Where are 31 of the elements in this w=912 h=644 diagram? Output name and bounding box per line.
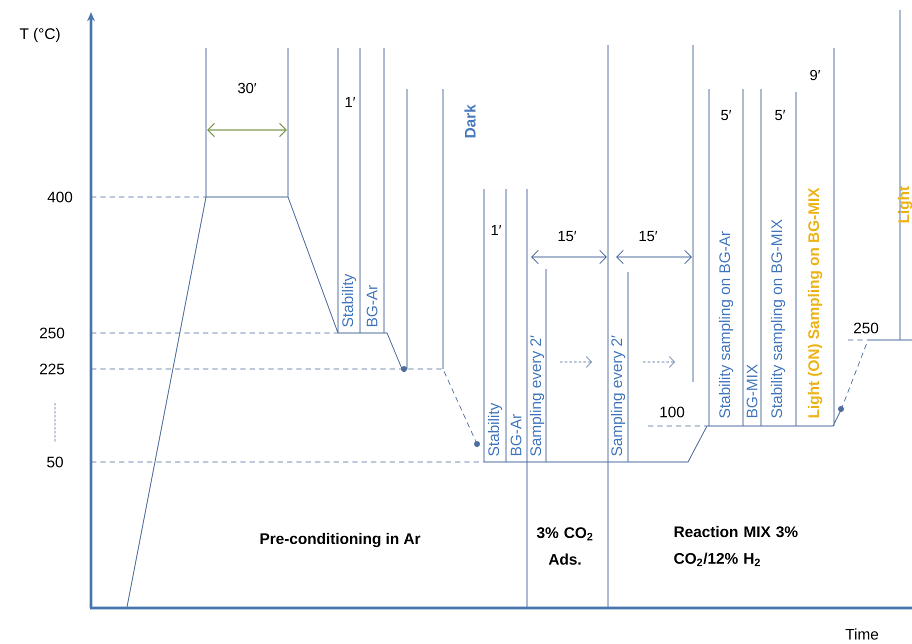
phase-label: Pre-conditioning in Ar — [260, 532, 420, 548]
phase-label: Reaction MIX 3% CO$_{2}$/12% H$_{2}$ — [674, 526, 798, 566]
step-label: Light — [898, 186, 912, 222]
step-label: Stability — [488, 402, 502, 456]
step-label: Light (ON) Sampling on BG-MIX — [808, 188, 822, 418]
axis-tick-label: 100 — [660, 406, 684, 418]
duration-label: 9′ — [810, 70, 820, 80]
axis-tick-label: 250 — [854, 322, 878, 334]
axis-tick-label: 250 — [40, 328, 64, 338]
step-label: BG-Ar — [510, 414, 522, 456]
step-label: Dark — [464, 104, 476, 138]
phase-label: 3% CO$_{2}$ Ads. — [536, 527, 592, 565]
step-label: BG-Ar — [366, 285, 378, 326]
axis-tick-label: 400 — [48, 192, 72, 202]
duration-label: 15′ — [640, 230, 658, 242]
step-label: Stability sampling on BG-Ar — [718, 231, 734, 418]
step-label: Sampling every 2′ — [530, 335, 544, 456]
step-label: Stability sampling on BG-MIX — [770, 219, 786, 418]
axis-title: Time — [846, 628, 878, 640]
axis-title: T (°C) — [20, 28, 60, 42]
axis-tick-label: 225 — [40, 364, 64, 374]
duration-label: 1′ — [346, 96, 356, 108]
duration-label: 15′ — [558, 230, 576, 242]
duration-label: 5′ — [721, 110, 732, 120]
duration-label: 1′ — [492, 224, 502, 236]
step-label: Stability — [342, 274, 356, 327]
step-label: Sampling every 2′ — [610, 335, 626, 456]
step-label: BG-MIX — [746, 364, 758, 418]
duration-label: 5′ — [775, 110, 786, 120]
duration-label: 30′ — [238, 82, 256, 94]
axis-tick-label: 50 — [47, 456, 63, 468]
